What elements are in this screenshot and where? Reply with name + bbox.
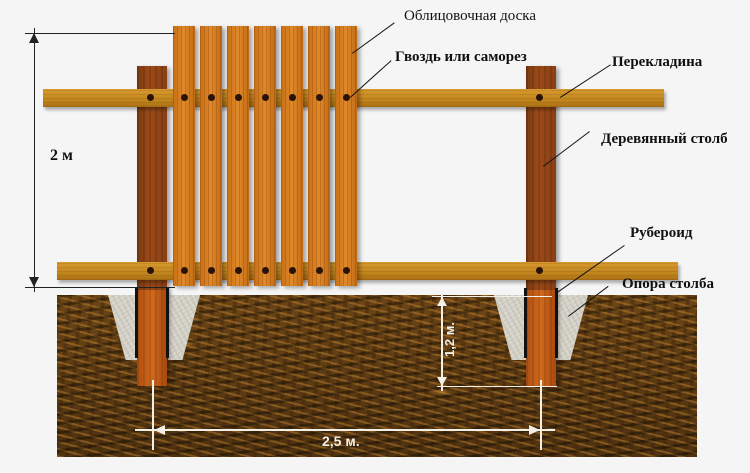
- depth-ext-line-top: [432, 296, 552, 297]
- roofing-felt-right-a: [524, 288, 527, 358]
- nail-post-left-top: [147, 94, 154, 101]
- height-dim-line: [34, 28, 35, 292]
- nail-post-right-bottom: [536, 267, 543, 274]
- leader-facing-board: [352, 22, 395, 55]
- facing-board: [308, 26, 330, 286]
- nail: [262, 267, 269, 274]
- depth-label: 1,2 м.: [441, 322, 457, 357]
- span-ext-line-left: [152, 380, 154, 450]
- span-dim-line: [135, 429, 555, 431]
- depth-ext-line-bottom: [437, 386, 557, 387]
- wooden-post-left-underground: [137, 290, 167, 386]
- arrow-up-icon: [29, 33, 39, 43]
- nail-post-right-top: [536, 94, 543, 101]
- facing-board: [227, 26, 249, 286]
- roofing-felt-left-a: [135, 288, 138, 358]
- label-nail-or-screw: Гвоздь или саморез: [395, 49, 527, 65]
- facing-board: [254, 26, 276, 286]
- nail: [208, 267, 215, 274]
- nail: [235, 94, 242, 101]
- nail: [181, 267, 188, 274]
- wooden-post-right-underground: [526, 290, 556, 386]
- nail: [262, 94, 269, 101]
- label-facing-board: Облицовочная доска: [404, 8, 536, 24]
- nail-post-left-bottom: [147, 267, 154, 274]
- roofing-felt-left-b: [166, 288, 169, 358]
- facing-board: [335, 26, 357, 286]
- label-post-support: Опора столба: [622, 276, 714, 292]
- facing-board: [173, 26, 195, 286]
- facing-board: [281, 26, 303, 286]
- label-wooden-post: Деревянный столб: [601, 131, 728, 147]
- depth-dim-line: [441, 293, 443, 391]
- roofing-felt-right-b: [555, 288, 558, 358]
- span-ext-line-right: [540, 380, 542, 450]
- height-label: 2 м: [50, 147, 73, 164]
- nail: [343, 267, 350, 274]
- arrow-down-icon: [29, 277, 39, 287]
- arrow-left-icon: [154, 425, 165, 435]
- height-ext-line-bottom: [25, 287, 175, 288]
- nail: [289, 267, 296, 274]
- arrow-up-icon: [437, 297, 447, 306]
- nail: [289, 94, 296, 101]
- span-label: 2,5 м.: [322, 433, 360, 449]
- label-roofing-felt: Рубероид: [630, 225, 693, 241]
- nail: [343, 94, 350, 101]
- arrow-right-icon: [529, 425, 540, 435]
- label-crossbar: Перекладина: [612, 54, 703, 70]
- nail: [235, 267, 242, 274]
- arrow-down-icon: [437, 377, 447, 386]
- nail: [181, 94, 188, 101]
- nail: [316, 94, 323, 101]
- nail: [316, 267, 323, 274]
- facing-board: [200, 26, 222, 286]
- nail: [208, 94, 215, 101]
- height-ext-line-top: [25, 33, 175, 34]
